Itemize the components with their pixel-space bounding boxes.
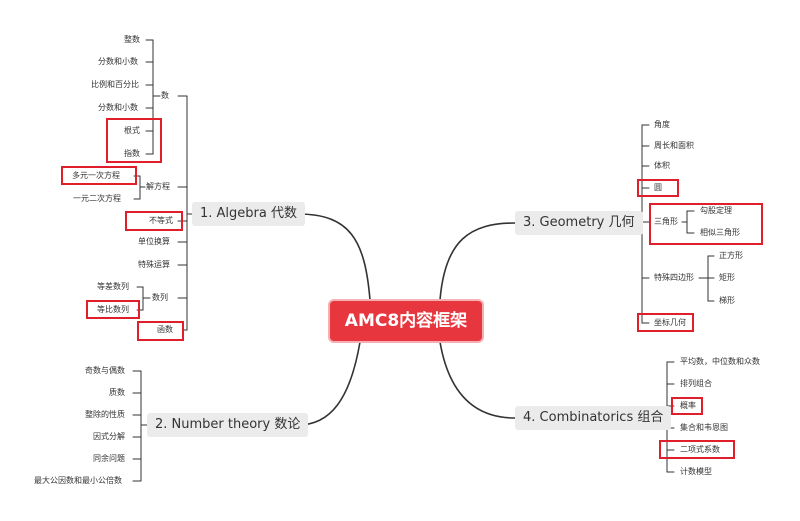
topic-triangle[interactable]: 三角形 bbox=[654, 217, 678, 226]
highlight-inequality bbox=[125, 211, 183, 231]
topic-prime[interactable]: 质数 bbox=[109, 388, 125, 397]
topic-special-operation[interactable]: 特殊运算 bbox=[138, 260, 170, 269]
topic-sets-venn[interactable]: 集合和韦恩图 bbox=[680, 423, 728, 432]
topic-square[interactable]: 正方形 bbox=[719, 251, 743, 260]
topic-trapezoid[interactable]: 梯形 bbox=[719, 296, 735, 305]
topic-coordinate-geometry[interactable]: 坐标几何 bbox=[654, 318, 686, 327]
topic-probability[interactable]: 概率 bbox=[680, 401, 696, 410]
topic-rectangle[interactable]: 矩形 bbox=[719, 273, 735, 282]
central-topic[interactable]: AMC8内容框架 bbox=[330, 301, 482, 341]
topic-inequality[interactable]: 不等式 bbox=[149, 216, 173, 225]
topic-odd-even[interactable]: 奇数与偶数 bbox=[85, 366, 125, 375]
highlight-probability bbox=[671, 397, 703, 415]
topic-factorization[interactable]: 因式分解 bbox=[93, 432, 125, 441]
topic-permutation-combination[interactable]: 排列组合 bbox=[680, 379, 712, 388]
topic-ratio-percent[interactable]: 比例和百分比 bbox=[91, 80, 139, 89]
topic-perimeter-area[interactable]: 周长和面积 bbox=[654, 141, 694, 150]
topic-function[interactable]: 函数 bbox=[157, 325, 173, 334]
topic-arithmetic-sequence[interactable]: 等差数列 bbox=[97, 282, 129, 291]
highlight-geometric-sequence bbox=[86, 300, 140, 319]
topic-unit-conversion[interactable]: 单位换算 bbox=[138, 237, 170, 246]
topic-exponent[interactable]: 指数 bbox=[124, 149, 140, 158]
highlight-coordinate-geometry bbox=[637, 313, 694, 332]
topic-quadratic[interactable]: 一元二次方程 bbox=[73, 194, 121, 203]
topic-circle[interactable]: 圆 bbox=[654, 183, 662, 192]
topic-fraction-decimal-2[interactable]: 分数和小数 bbox=[98, 103, 138, 112]
highlight-binomial-coefficient bbox=[659, 440, 735, 459]
branch-algebra[interactable]: 1. Algebra 代数 bbox=[192, 202, 305, 226]
topic-similar-triangles[interactable]: 相似三角形 bbox=[700, 228, 740, 237]
topic-sequence[interactable]: 数列 bbox=[152, 293, 168, 302]
topic-equation[interactable]: 解方程 bbox=[146, 182, 170, 191]
topic-multivariable-linear[interactable]: 多元一次方程 bbox=[72, 171, 120, 180]
topic-angle[interactable]: 角度 bbox=[654, 120, 670, 129]
topic-special-quadrilateral[interactable]: 特殊四边形 bbox=[654, 273, 694, 282]
topic-integer[interactable]: 整数 bbox=[124, 35, 140, 44]
topic-radical[interactable]: 根式 bbox=[124, 126, 140, 135]
topic-congruence[interactable]: 同余问题 bbox=[93, 454, 125, 463]
topic-counting-model[interactable]: 计数模型 bbox=[680, 467, 712, 476]
branch-combinatorics[interactable]: 4. Combinatorics 组合 bbox=[515, 406, 672, 430]
topic-divisibility[interactable]: 整除的性质 bbox=[85, 410, 125, 419]
topic-gcd-lcm[interactable]: 最大公因数和最小公倍数 bbox=[34, 476, 122, 485]
topic-volume[interactable]: 体积 bbox=[654, 161, 670, 170]
branch-geometry[interactable]: 3. Geometry 几何 bbox=[515, 211, 643, 235]
highlight-radical-exponent bbox=[106, 118, 162, 163]
highlight-function bbox=[137, 321, 184, 341]
topic-pythagorean[interactable]: 勾股定理 bbox=[700, 206, 732, 215]
branch-number-theory[interactable]: 2. Number theory 数论 bbox=[147, 413, 309, 437]
topic-mean-median-mode[interactable]: 平均数，中位数和众数 bbox=[680, 357, 760, 366]
topic-shu[interactable]: 数 bbox=[161, 91, 169, 100]
highlight-triangle-group bbox=[649, 203, 763, 245]
topic-binomial-coefficient[interactable]: 二项式系数 bbox=[680, 445, 720, 454]
topic-fraction-decimal-1[interactable]: 分数和小数 bbox=[98, 57, 138, 66]
topic-geometric-sequence[interactable]: 等比数列 bbox=[97, 305, 129, 314]
highlight-multivariable-linear bbox=[61, 166, 137, 185]
highlight-circle bbox=[637, 179, 679, 197]
